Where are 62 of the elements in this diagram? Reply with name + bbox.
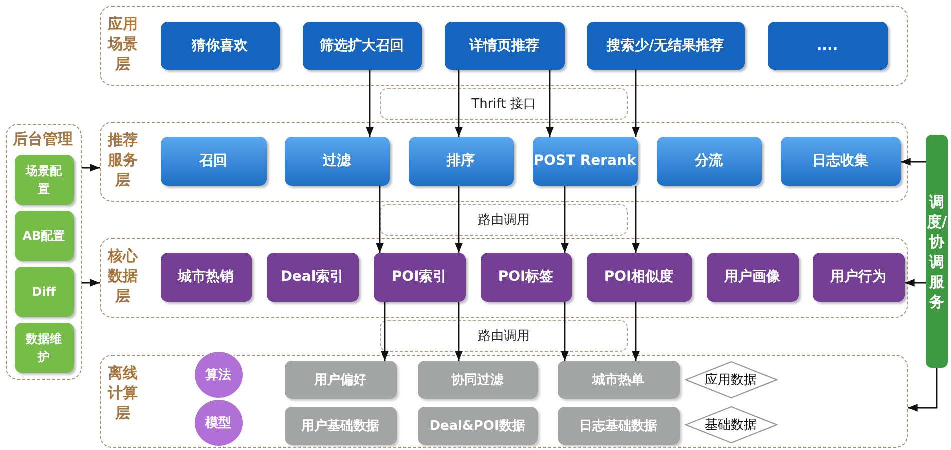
arrow xyxy=(632,302,640,361)
data-box: 城市热销 xyxy=(160,252,252,302)
layer-panel xyxy=(100,238,908,318)
arrow xyxy=(561,186,569,253)
data-diamond: 应用数据 xyxy=(684,360,778,398)
data-box: POI标签 xyxy=(480,252,572,302)
data-diamond: 基础数据 xyxy=(684,406,778,444)
arrow xyxy=(381,302,389,361)
scenario-box: .... xyxy=(768,22,888,70)
model-circle: 算法 xyxy=(194,350,244,398)
layer-panel xyxy=(100,6,908,86)
data-box: POI相似度 xyxy=(586,252,692,302)
service-box: POST Rerank xyxy=(532,136,638,186)
admin-box: Diff xyxy=(14,266,74,316)
service-box: 排序 xyxy=(408,136,514,186)
layer-heading: 后台管理 xyxy=(12,129,74,149)
layer-panel xyxy=(100,122,908,202)
data-box: 用户画像 xyxy=(706,252,798,302)
arrow xyxy=(561,302,569,361)
service-box: 分流 xyxy=(656,136,762,186)
admin-box: AB配置 xyxy=(14,210,74,260)
arrow xyxy=(455,70,463,137)
scenario-box: 猜你喜欢 xyxy=(160,22,280,70)
interface-band: Thrift 接口 xyxy=(380,88,628,120)
service-box: 过滤 xyxy=(284,136,390,186)
layer-panel xyxy=(6,124,82,380)
arrow xyxy=(632,70,640,137)
offline-box: 城市热单 xyxy=(558,360,680,398)
data-box: 用户行为 xyxy=(812,252,904,302)
offline-box: 协同过滤 xyxy=(418,360,538,398)
data-box: Deal索引 xyxy=(266,252,358,302)
admin-box: 数据维护 xyxy=(14,322,74,372)
data-box: POI索引 xyxy=(374,252,466,302)
scenario-box: 详情页推荐 xyxy=(444,22,564,70)
interface-band: 路由调用 xyxy=(380,204,628,236)
arrow xyxy=(82,164,100,172)
service-box: 召回 xyxy=(160,136,266,186)
layer-heading: 应用场景层 xyxy=(106,14,139,74)
scenario-box: 筛选扩大召回 xyxy=(302,22,422,70)
offline-box: 日志基础数据 xyxy=(558,406,680,444)
offline-box: Deal&POI数据 xyxy=(418,406,538,444)
arrow xyxy=(905,279,926,287)
arrow xyxy=(455,302,463,361)
arrow xyxy=(376,186,384,253)
arrow xyxy=(546,70,554,137)
layer-heading: 推荐服务层 xyxy=(106,130,139,190)
arrow xyxy=(455,186,463,253)
admin-box: 场景配置 xyxy=(14,154,74,204)
arrow xyxy=(908,368,938,412)
arrow xyxy=(632,186,640,253)
arrow xyxy=(366,70,374,137)
arrow xyxy=(82,279,100,287)
model-circle: 模型 xyxy=(194,398,244,446)
offline-box: 用户基础数据 xyxy=(284,406,396,444)
offline-box: 用户偏好 xyxy=(284,360,396,398)
interface-band: 路由调用 xyxy=(380,320,628,352)
scheduler-bar: 调度/协调服务 xyxy=(926,135,948,368)
layer-heading: 离线计算层 xyxy=(106,363,139,423)
service-box: 日志收集 xyxy=(780,136,900,186)
arrow xyxy=(901,158,926,166)
layer-heading: 核心数据层 xyxy=(106,246,140,306)
scenario-box: 搜索少/无结果推荐 xyxy=(586,22,744,70)
